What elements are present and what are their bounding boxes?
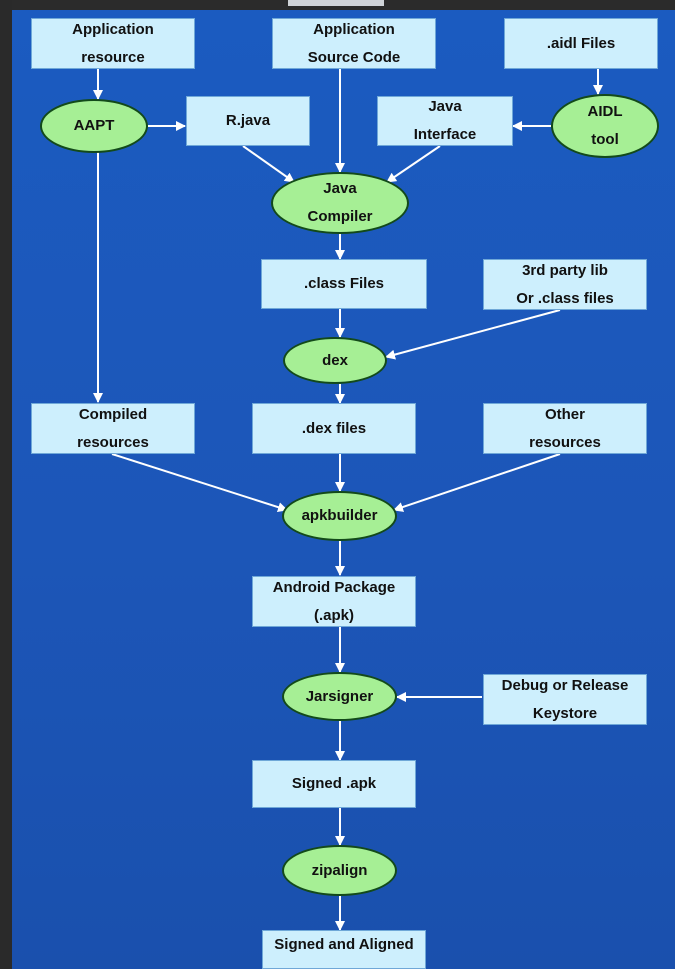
tab-handle[interactable] xyxy=(288,0,384,6)
r-java-box[interactable]: R.java xyxy=(186,96,310,146)
jarsigner-node[interactable]: Jarsigner xyxy=(282,672,397,721)
diagram-panel xyxy=(12,10,675,969)
aidl-files-box[interactable]: .aidl Files xyxy=(504,18,658,69)
window-left-edge xyxy=(0,0,12,969)
java-interface-box[interactable]: Java Interface xyxy=(377,96,513,146)
apkbuilder-node[interactable]: apkbuilder xyxy=(282,491,397,541)
third-party-lib-box[interactable]: 3rd party lib Or .class files xyxy=(483,259,647,310)
dex-files-box[interactable]: .dex files xyxy=(252,403,416,454)
signed-and-aligned-box[interactable]: Signed and Aligned xyxy=(262,930,426,969)
keystore-box[interactable]: Debug or Release Keystore xyxy=(483,674,647,725)
other-resources-box[interactable]: Other resources xyxy=(483,403,647,454)
compiled-resources-box[interactable]: Compiled resources xyxy=(31,403,195,454)
application-resource-box[interactable]: Application resource xyxy=(31,18,195,69)
zipalign-node[interactable]: zipalign xyxy=(282,845,397,896)
aidl-tool-node[interactable]: AIDL tool xyxy=(551,94,659,158)
signed-apk-box[interactable]: Signed .apk xyxy=(252,760,416,808)
android-package-box[interactable]: Android Package (.apk) xyxy=(252,576,416,627)
class-files-box[interactable]: .class Files xyxy=(261,259,427,309)
application-source-code-box[interactable]: Application Source Code xyxy=(272,18,436,69)
aapt-node[interactable]: AAPT xyxy=(40,99,148,153)
dex-node[interactable]: dex xyxy=(283,337,387,384)
java-compiler-node[interactable]: Java Compiler xyxy=(271,172,409,234)
